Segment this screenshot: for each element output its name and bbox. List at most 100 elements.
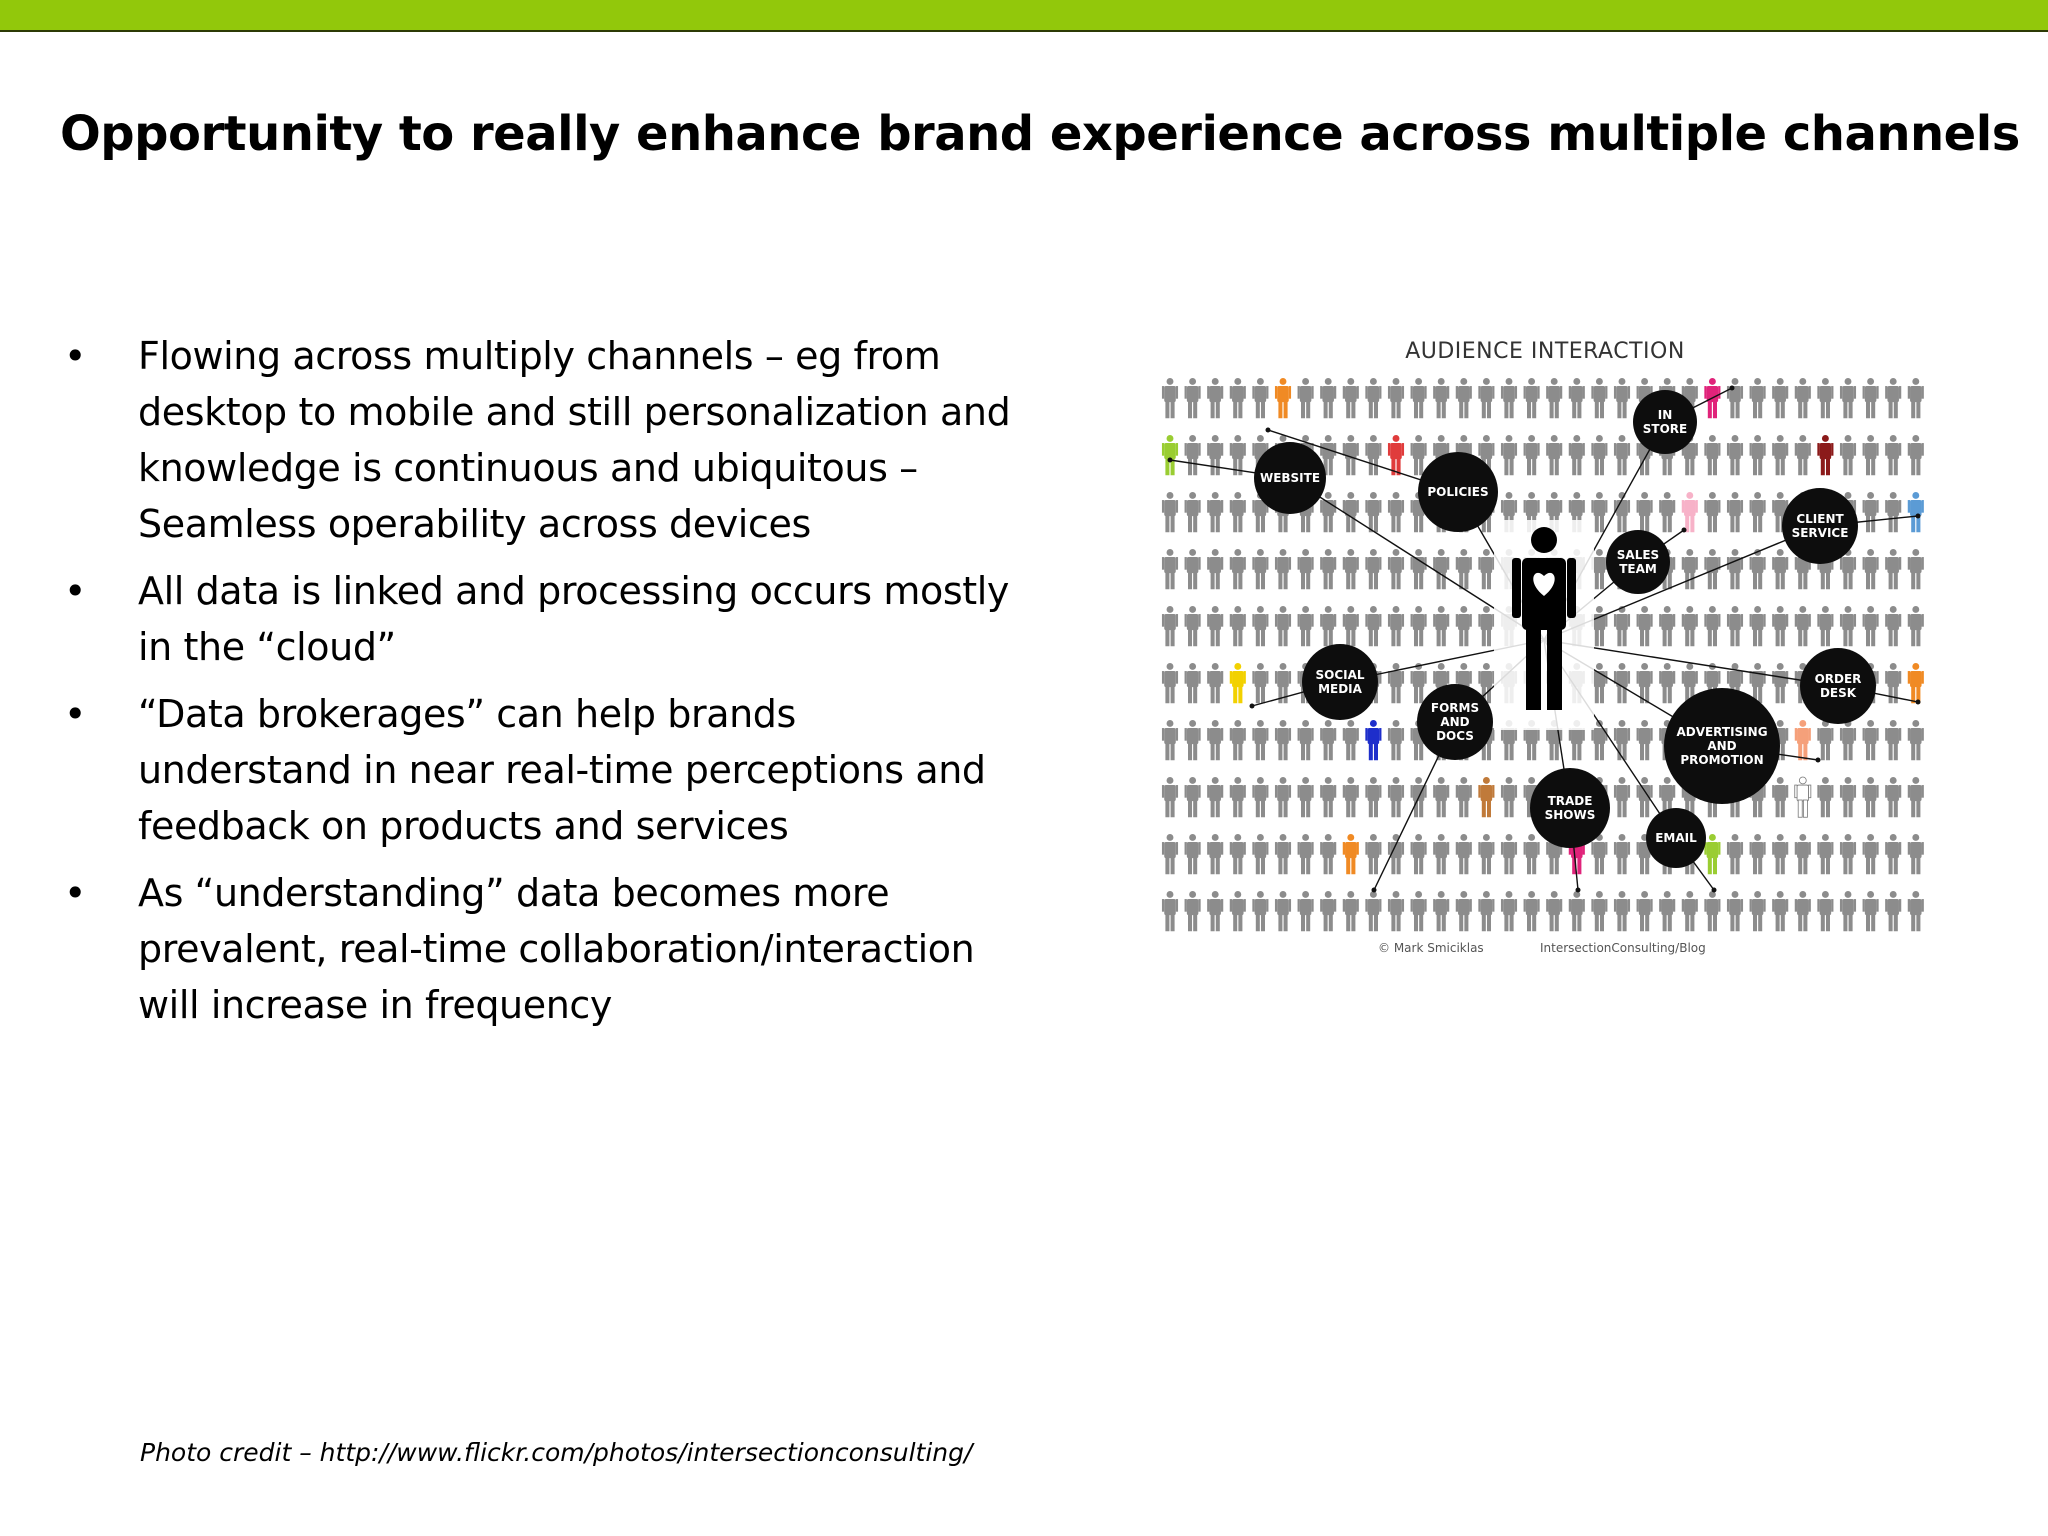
channel-node-circle: [1633, 390, 1697, 454]
bullet-item: • All data is linked and processing occu…: [60, 563, 1020, 675]
crowd-person-icon: [1794, 720, 1811, 761]
crowd-person-icon: [1207, 492, 1224, 533]
crowd-person-icon: [1229, 891, 1246, 932]
crowd-person-icon: [1794, 606, 1811, 647]
crowd-person-icon: [1749, 378, 1766, 419]
top-accent-bar: [0, 0, 2048, 32]
crowd-person-icon: [1568, 891, 1585, 932]
crowd-person-icon: [1274, 891, 1292, 932]
bullet-text: “Data brokerages” can help brands unders…: [138, 692, 986, 848]
figure-credit-author: © Mark Smiciklas: [1378, 941, 1484, 955]
crowd-person-icon: [1455, 549, 1472, 590]
crowd-person-icon: [1342, 720, 1359, 761]
crowd-person-icon: [1546, 435, 1563, 476]
crowd-person-icon: [1433, 777, 1450, 818]
crowd-person-icon: [1681, 549, 1698, 590]
channel-node-circle: [1800, 648, 1876, 724]
crowd-person-icon: [1659, 492, 1676, 533]
crowd-person-icon: [1207, 606, 1224, 647]
crowd-person-icon: [1455, 606, 1472, 647]
crowd-person-icon: [1207, 435, 1224, 476]
crowd-person-icon: [1478, 606, 1495, 647]
crowd-person-icon: [1252, 378, 1269, 419]
crowd-person-icon: [1365, 891, 1382, 932]
connection-dot: [1371, 887, 1377, 893]
crowd-person-icon: [1907, 834, 1924, 875]
crowd-person-icon: [1704, 606, 1721, 647]
channel-node-label: SHOWS: [1545, 808, 1596, 822]
crowd-person-icon: [1297, 606, 1314, 647]
crowd-person-icon: [1704, 891, 1721, 932]
crowd-person-icon: [1749, 606, 1766, 647]
crowd-person-icon: [1568, 435, 1585, 476]
channel-node-label: DOCS: [1436, 729, 1474, 743]
crowd-person-icon: [1613, 378, 1631, 419]
connection-dot: [1729, 385, 1735, 391]
crowd-person-icon: [1772, 606, 1789, 647]
crowd-person-icon: [1387, 663, 1405, 704]
crowd-person-icon: [1297, 549, 1314, 590]
channel-node-label: WEBSITE: [1260, 471, 1320, 485]
channel-node-circle: [1646, 808, 1706, 868]
channel-node-label: DESK: [1820, 686, 1857, 700]
connection-dot: [1265, 427, 1271, 433]
crowd-person-icon: [1365, 549, 1382, 590]
crowd-person-icon: [1772, 891, 1789, 932]
channel-node-circle: [1782, 488, 1858, 564]
crowd-person-icon: [1726, 492, 1744, 533]
channel-node-label: MEDIA: [1318, 682, 1363, 696]
channel-nodes: WEBSITEPOLICIESINSTORESALESTEAMCLIENTSER…: [1254, 390, 1876, 868]
crowd-person-icon: [1297, 891, 1314, 932]
channel-node-label: EMAIL: [1655, 831, 1697, 845]
crowd-person-icon: [1817, 606, 1834, 647]
crowd-person-icon: [1907, 606, 1924, 647]
crowd-person-icon: [1885, 663, 1902, 704]
crowd-person-icon: [1907, 492, 1924, 533]
crowd-person-icon: [1704, 549, 1721, 590]
crowd-person-icon: [1184, 492, 1201, 533]
crowd-person-icon: [1817, 435, 1834, 476]
channel-node-email: EMAIL: [1646, 808, 1706, 868]
bullet-text: As “understanding” data becomes more pre…: [138, 871, 975, 1027]
crowd-person-icon: [1772, 663, 1789, 704]
crowd-person-icon: [1320, 606, 1337, 647]
channel-node-circle: [1606, 530, 1670, 594]
crowd-person-icon: [1794, 378, 1811, 419]
figure-credit-site: IntersectionConsulting/Blog: [1540, 941, 1706, 955]
crowd-person-icon: [1184, 663, 1201, 704]
channel-node-label: CLIENT: [1796, 512, 1844, 526]
channel-node-circle: [1418, 452, 1498, 532]
crowd-person-icon: [1862, 891, 1879, 932]
bullet-text: Flowing across multiply channels – eg fr…: [138, 334, 1011, 546]
crowd-person-icon: [1297, 777, 1314, 818]
crowd-person-icon: [1749, 435, 1766, 476]
crowd-person-icon: [1252, 606, 1269, 647]
crowd-person-icon: [1320, 891, 1337, 932]
crowd-person-icon: [1907, 663, 1924, 704]
crowd-person-icon: [1862, 606, 1879, 647]
crowd-person-icon: [1523, 378, 1540, 419]
crowd-person-icon: [1252, 549, 1269, 590]
crowd-person-icon: [1794, 776, 1812, 818]
bullet-glyph: •: [63, 569, 86, 613]
crowd-person-icon: [1342, 777, 1359, 818]
crowd-person-icon: [1659, 663, 1676, 704]
crowd-person-icon: [1862, 435, 1879, 476]
crowd-person-icon: [1591, 891, 1608, 932]
crowd-person-icon: [1568, 378, 1585, 419]
connection-dot: [1249, 703, 1255, 709]
crowd-person-icon: [1885, 606, 1902, 647]
channel-node-circle: [1254, 442, 1326, 514]
crowd-person-icon: [1184, 435, 1201, 476]
crowd-person-icon: [1478, 891, 1495, 932]
crowd-person-icon: [1885, 549, 1902, 590]
crowd-person-icon: [1636, 891, 1653, 932]
crowd-person-icon: [1207, 720, 1224, 761]
crowd-person-icon: [1184, 606, 1201, 647]
crowd-person-icon: [1342, 435, 1359, 476]
center-person-icon: [1494, 520, 1594, 730]
crowd-person-icon: [1907, 435, 1924, 476]
